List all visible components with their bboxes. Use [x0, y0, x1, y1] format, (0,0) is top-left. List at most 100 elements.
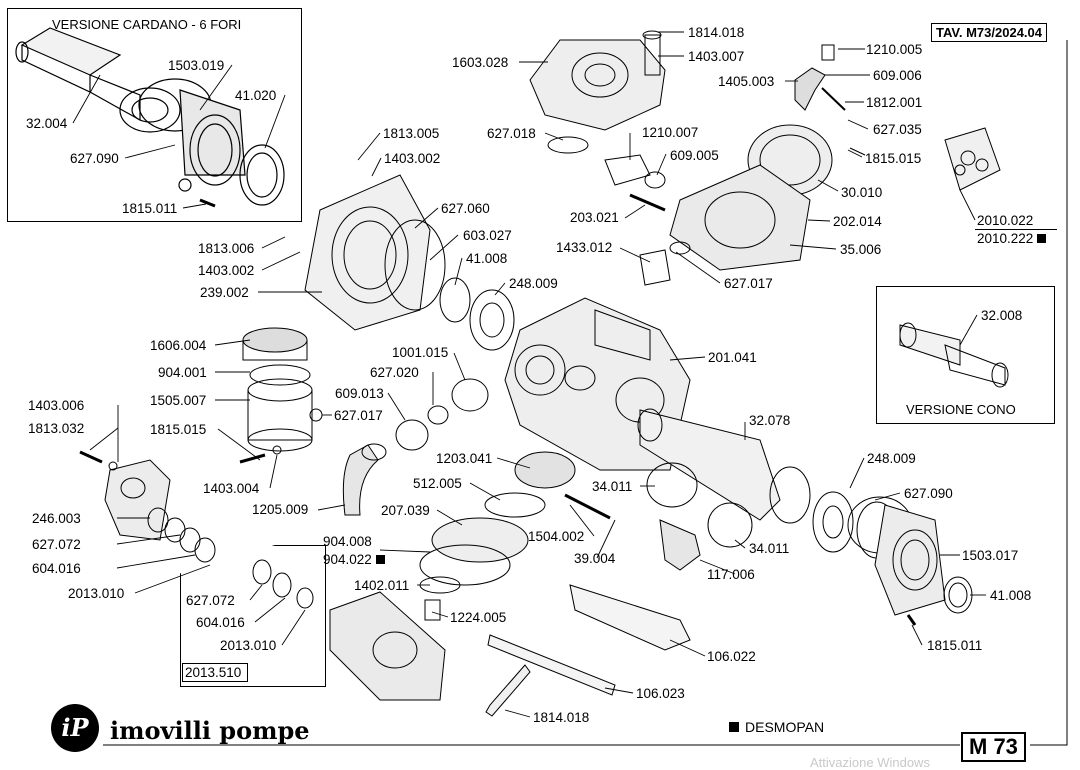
legend-desmopan-label: DESMOPAN: [745, 719, 825, 735]
part-label: 32.078: [749, 413, 791, 428]
part-label: 627.090: [904, 486, 953, 501]
part-label: 41.008: [990, 588, 1032, 603]
kit-ref-box: [182, 663, 248, 682]
part-label: 2013.010: [220, 638, 277, 653]
part-label: 1505.007: [150, 393, 207, 408]
part-label: 627.035: [873, 122, 922, 137]
part-label: 34.011: [592, 479, 633, 494]
part-label: 1403.002: [384, 151, 441, 166]
part-label: 207.039: [381, 503, 430, 518]
frame-border: [1030, 40, 1068, 746]
base-plate-drawing: [569, 584, 691, 651]
cone-caption: VERSIONE CONO: [906, 402, 1016, 417]
part-label: 627.017: [334, 408, 383, 423]
part-label: 1815.015: [865, 151, 922, 166]
piston-drawing: [419, 451, 753, 621]
part-label: 1603.028: [452, 55, 509, 70]
part-label: 1402.011: [354, 578, 410, 593]
part-label: 1433.012: [556, 240, 613, 255]
part-2010-alt: 2010.222: [977, 231, 1047, 246]
part-label: 1503.017: [962, 548, 1019, 563]
brand-logo-icon: iP: [51, 704, 99, 752]
cone-version-box: [876, 286, 1055, 424]
part-label: 512.005: [413, 476, 462, 491]
desmopan-marker-icon: [375, 555, 385, 564]
seal-kit-drawing: [944, 127, 1001, 191]
part-label: 1001.015: [392, 345, 449, 360]
part-label: 1814.018: [533, 710, 590, 725]
brand-name: imovilli pompe: [110, 716, 310, 745]
part-label: 1813.005: [383, 126, 440, 141]
part-label: 35.006: [840, 242, 882, 257]
part-label: 1606.004: [150, 338, 207, 353]
part-label: 106.023: [636, 686, 685, 701]
part-label: 106.022: [707, 649, 756, 664]
part-label: 603.027: [463, 228, 512, 243]
part-label: 202.014: [833, 214, 882, 229]
bracket-drawing: [659, 519, 701, 571]
part-label: 1205.009: [252, 502, 309, 517]
part-label: 627.060: [441, 201, 490, 216]
part-label: 627.018: [487, 126, 536, 141]
part-label: 1813.006: [198, 241, 255, 256]
part-label: 904.001: [158, 365, 207, 380]
part-label: 1203.041: [436, 451, 493, 466]
part-label: 1815.011: [927, 638, 983, 653]
part-label: 201.041: [708, 350, 757, 365]
part-label: 248.009: [509, 276, 558, 291]
part-label: 1403.004: [203, 481, 260, 496]
os-watermark: Attivazione Windows: [810, 755, 930, 770]
sheet-reference: TAV. M73/2024.04: [931, 23, 1047, 42]
side-cover-drawing: [79, 450, 216, 563]
legend-desmopan: DESMOPAN: [729, 719, 824, 735]
bolt-drawing: [485, 664, 531, 717]
model-code: M 73: [961, 732, 1026, 762]
part-label: 609.013: [335, 386, 384, 401]
part-label: 239.002: [200, 285, 249, 300]
part-label: 1503.019: [168, 58, 225, 73]
part-label: 1815.015: [150, 422, 207, 437]
part-label: 1403.007: [688, 49, 745, 64]
valve-drawing: [794, 44, 866, 156]
part-label: 117.006: [707, 567, 755, 582]
part-label: 248.009: [867, 451, 916, 466]
part-label: 609.005: [670, 148, 719, 163]
base-strip-drawing: [487, 634, 616, 696]
part-2010-alt-text: 2010.222: [977, 231, 1034, 246]
part-label: 39.004: [574, 551, 616, 566]
part-label: 1405.003: [718, 74, 775, 89]
part-label: 627.072: [186, 593, 235, 608]
reservoir-drawing: [239, 327, 323, 464]
part-label: 627.020: [370, 365, 419, 380]
part-label: 203.021: [570, 210, 619, 225]
part-label: 904.022: [323, 552, 385, 567]
part-label: 1813.032: [28, 421, 85, 436]
part-label: 604.016: [32, 561, 81, 576]
part-2010-main: 2010.022: [977, 213, 1034, 228]
cone-shaft-drawing: [899, 322, 1009, 388]
part-label: 32.004: [26, 116, 68, 131]
part-2010-underline: [975, 229, 1057, 230]
part-label: 41.008: [466, 251, 508, 266]
part-label: 34.011: [749, 541, 790, 556]
part-label: 1812.001: [866, 95, 923, 110]
fittings-drawing: [342, 378, 489, 516]
part-label: 41.020: [235, 88, 277, 103]
part-label: 604.016: [196, 615, 245, 630]
part-label: 904.008: [323, 534, 372, 549]
leader-lines: [72, 31, 986, 718]
pump-head-drawing: [529, 30, 666, 154]
part-label: 30.010: [841, 185, 883, 200]
part-label: 1224.005: [450, 610, 507, 625]
part-label: 627.072: [32, 537, 81, 552]
cardan-version-box: [7, 8, 302, 222]
kit-parts-drawing: [252, 559, 446, 701]
right-flange-drawing: [847, 496, 973, 626]
part-label: 1403.006: [28, 398, 85, 413]
desmopan-marker-icon: [729, 722, 739, 732]
part-label: 1504.002: [528, 529, 585, 544]
part-label: 32.008: [981, 308, 1023, 323]
cardan-shaft-drawing: [15, 27, 285, 208]
flange-drawing: [304, 174, 515, 351]
